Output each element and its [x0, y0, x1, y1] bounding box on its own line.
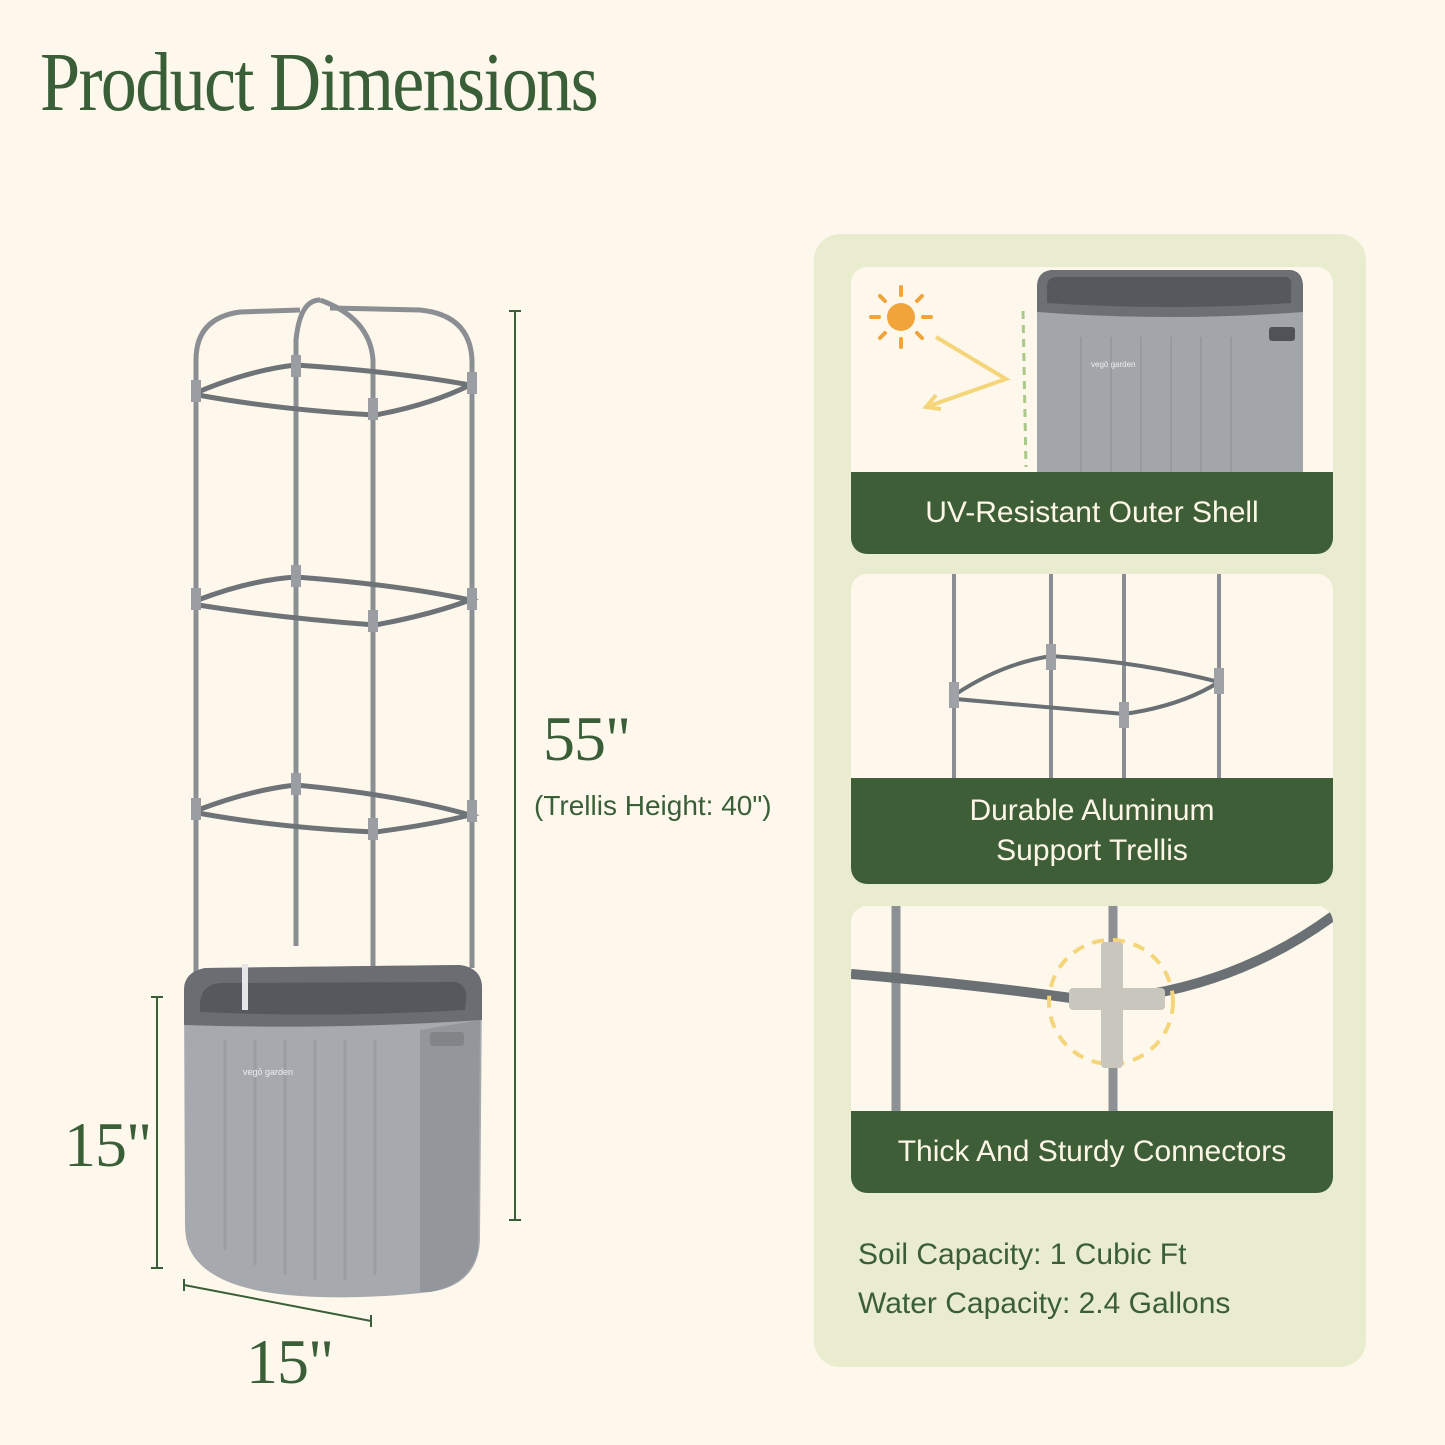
water-capacity: Water Capacity: 2.4 Gallons: [858, 1287, 1231, 1320]
total-height-label: 55": [543, 703, 631, 774]
sun-reflection-icon: vegō garden: [869, 270, 1303, 477]
features-panel: vegō garden UV-Resistant Outer Shell Dur…: [814, 234, 1366, 1367]
soil-capacity: Soil Capacity: 1 Cubic Ft: [858, 1238, 1187, 1271]
feature-card-trellis: Durable Aluminum Support Trellis: [851, 574, 1333, 884]
pot-height-label: 15": [64, 1109, 152, 1180]
svg-text:vegō garden: vegō garden: [1091, 360, 1135, 369]
feature-card-connectors: Thick And Sturdy Connectors: [851, 906, 1333, 1193]
trellis-height-label: (Trellis Height: 40"): [534, 790, 772, 821]
planter-pot: [184, 964, 482, 1298]
feature-label-trellis: Durable Aluminum Support Trellis: [851, 778, 1333, 884]
trellis-poles: [193, 297, 475, 990]
planter-trellis-illustration: vegō garden: [151, 297, 521, 1327]
connector-icon: [851, 906, 1333, 1116]
feature-label-connectors: Thick And Sturdy Connectors: [851, 1111, 1333, 1193]
brand-logo: vegō garden: [243, 1067, 293, 1077]
dimension-lines: [151, 310, 521, 1327]
pot-width-label: 15": [246, 1326, 334, 1397]
feature-card-uv: vegō garden UV-Resistant Outer Shell: [851, 267, 1333, 554]
trellis-icon: [949, 574, 1224, 784]
page-title: Product Dimensions: [40, 36, 599, 129]
feature-label-uv: UV-Resistant Outer Shell: [851, 472, 1333, 554]
trellis-rings: [197, 362, 480, 835]
